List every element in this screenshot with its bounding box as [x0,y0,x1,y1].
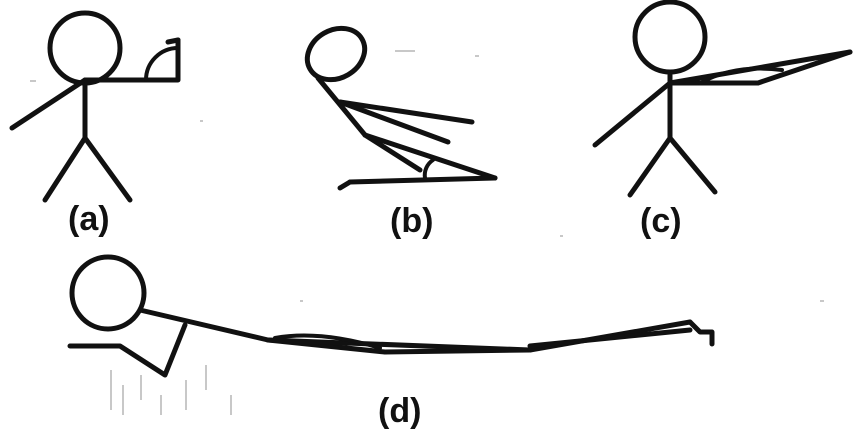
panel-c-figure [592,0,853,198]
panel-c-angle-arc [698,66,784,85]
panel-d-label: (d) [378,392,421,430]
panel-c-label: (c) [640,202,682,240]
panel-a-label: (a) [68,200,110,238]
panel-a-angle-arc [144,46,180,82]
panel-b-figure [304,25,498,191]
scan-noise [30,50,824,415]
panel-a-figure [9,10,181,203]
panel-d-figure [67,254,715,378]
panel-b-label: (b) [390,202,433,240]
panel-b-angle-arc [422,158,435,180]
panel-d-angle-arc [273,333,382,350]
